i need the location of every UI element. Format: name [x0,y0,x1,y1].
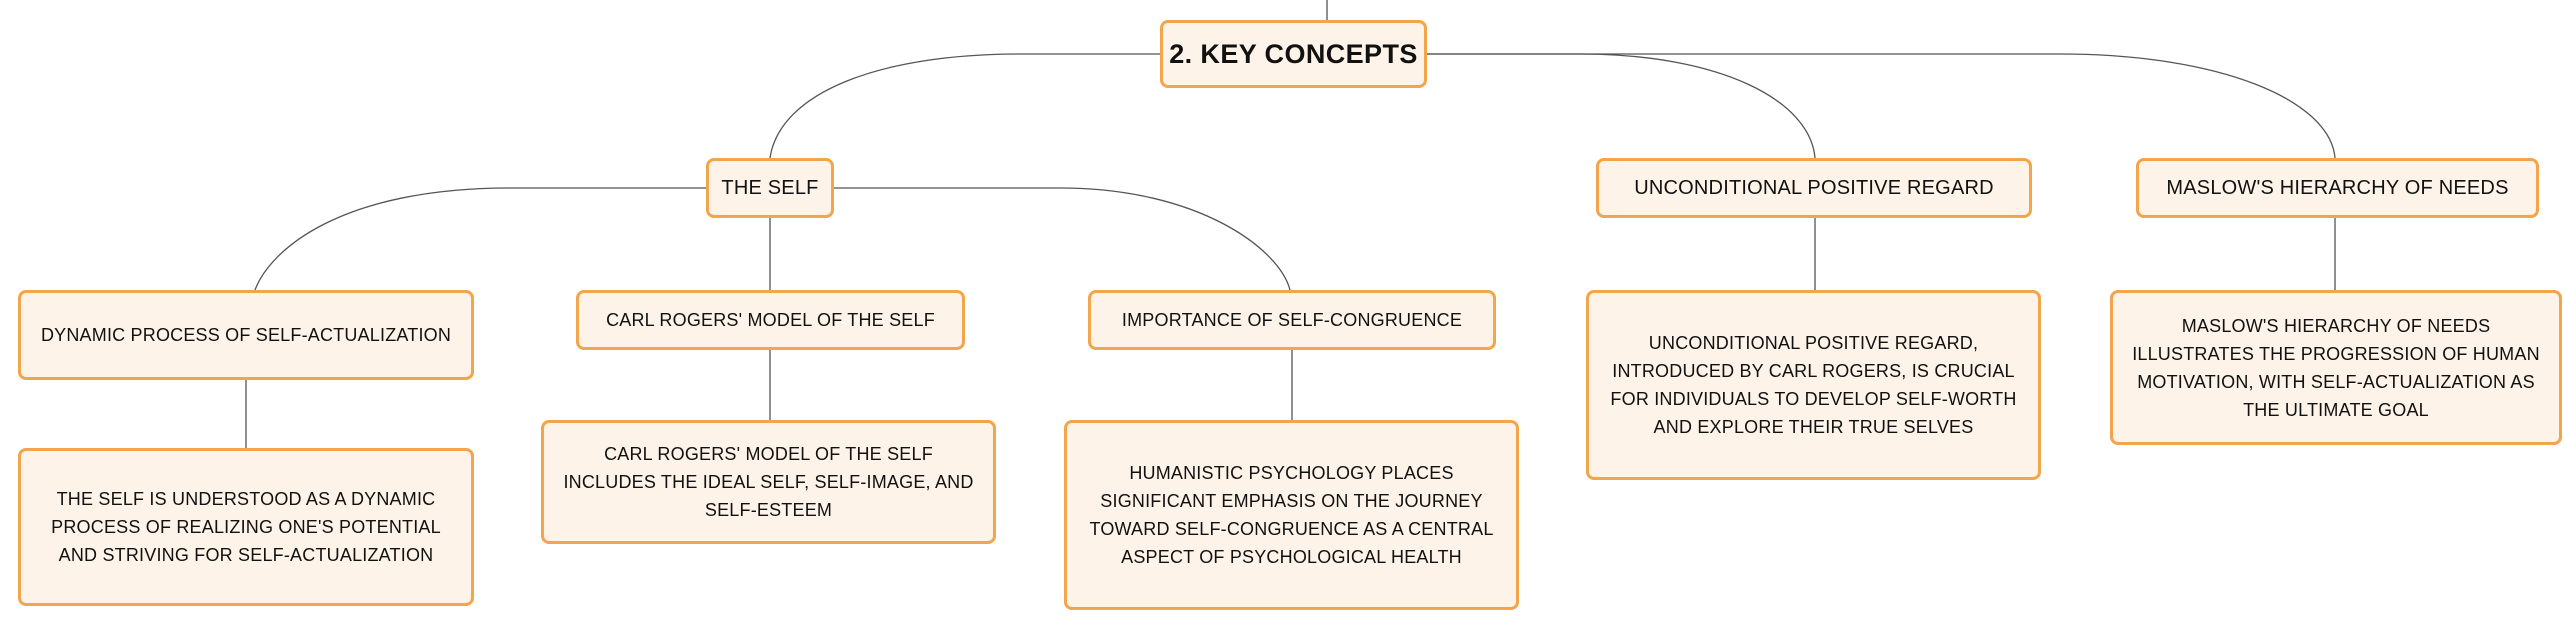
topic-maslows-hierarchy[interactable]: MASLOW'S HIERARCHY OF NEEDS [2136,158,2539,218]
description-text: MASLOW'S HIERARCHY OF NEEDS ILLUSTRATES … [2132,315,2540,420]
description-text: HUMANISTIC PSYCHOLOGY PLACES SIGNIFICANT… [1089,463,1494,567]
topic-label: UNCONDITIONAL POSITIVE REGARD [1634,176,1994,199]
description-text: THE SELF IS UNDERSTOOD AS A DYNAMIC PROC… [51,489,441,565]
subtopic-label: CARL ROGERS' MODEL OF THE SELF [606,309,935,330]
connector-root-self [769,53,1160,159]
subtopic-dynamic-process[interactable]: DYNAMIC PROCESS OF SELF-ACTUALIZATION [18,290,474,380]
description-dynamic-process[interactable]: THE SELF IS UNDERSTOOD AS A DYNAMIC PROC… [18,448,474,606]
description-maslows-hierarchy[interactable]: MASLOW'S HIERARCHY OF NEEDS ILLUSTRATES … [2110,290,2562,445]
topic-label: MASLOW'S HIERARCHY OF NEEDS [2166,176,2509,199]
subtopic-self-congruence[interactable]: IMPORTANCE OF SELF-CONGRUENCE [1088,290,1496,350]
description-unconditional-positive-regard[interactable]: UNCONDITIONAL POSITIVE REGARD, INTRODUCE… [1586,290,2041,480]
description-text: UNCONDITIONAL POSITIVE REGARD, INTRODUCE… [1610,333,2017,437]
connector-root-upr [1417,53,1816,159]
topic-the-self[interactable]: THE SELF [706,158,834,218]
connector-root-maslow [1417,53,2336,159]
connector-self-congruence [834,187,1291,291]
description-self-congruence[interactable]: HUMANISTIC PSYCHOLOGY PLACES SIGNIFICANT… [1064,420,1519,610]
topic-label: THE SELF [721,176,819,199]
description-carl-rogers-model[interactable]: CARL ROGERS' MODEL OF THE SELF INCLUDES … [541,420,996,544]
subtopic-label: IMPORTANCE OF SELF-CONGRUENCE [1121,309,1463,330]
topic-unconditional-positive-regard[interactable]: UNCONDITIONAL POSITIVE REGARD [1596,158,2032,218]
root-node[interactable]: 2. KEY CONCEPTS [1160,20,1427,88]
description-text: CARL ROGERS' MODEL OF THE SELF INCLUDES … [563,444,974,520]
root-label: 2. KEY CONCEPTS [1169,38,1418,69]
subtopic-carl-rogers-model[interactable]: CARL ROGERS' MODEL OF THE SELF [576,290,965,350]
connector-self-dynamic [254,187,706,291]
subtopic-label: DYNAMIC PROCESS OF SELF-ACTUALIZATION [40,324,452,345]
